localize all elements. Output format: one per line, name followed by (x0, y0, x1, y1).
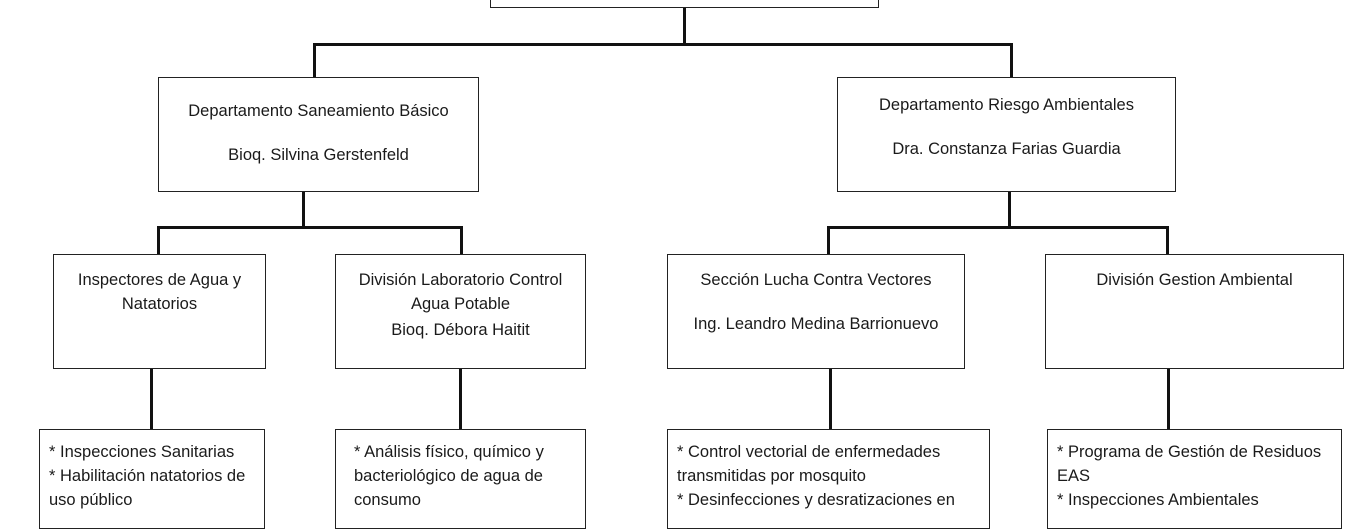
task-item: * Desinfecciones y desratizaciones en (677, 491, 955, 509)
root-box (490, 0, 879, 8)
task-item: * Control vectorial de enfermedades tran… (677, 443, 941, 485)
department-head: Dra. Constanza Farias Guardia (892, 140, 1121, 158)
task-item: * Inspecciones Sanitarias (49, 443, 235, 461)
task-box-gestion: * Programa de Gestión de Residuos EAS * … (1047, 429, 1342, 529)
connector-unit1-up (157, 226, 160, 255)
unit-title: División Laboratorio Control Agua Potabl… (358, 271, 563, 313)
connector-unit2-tasks (459, 368, 462, 430)
connector-unit1-tasks (150, 368, 153, 430)
unit-box-vectores: Sección Lucha Contra Vectores Ing. Leand… (667, 254, 965, 369)
unit-box-laboratorio: División Laboratorio Control Agua Potabl… (335, 254, 586, 369)
connector-dept2-down (1008, 191, 1011, 228)
unit-title: Inspectores de Agua y Natatorios (77, 271, 242, 313)
connector-root-down (683, 8, 686, 45)
connector-dept2-up (1010, 43, 1013, 78)
connector-unit3-tasks (829, 368, 832, 430)
task-box-vectores: * Control vectorial de enfermedades tran… (667, 429, 990, 529)
connector-unit3-up (827, 226, 830, 255)
unit-box-inspectores: Inspectores de Agua y Natatorios (53, 254, 266, 369)
task-item: * Inspecciones Ambientales (1057, 491, 1259, 509)
task-box-inspectores: * Inspecciones Sanitarias * Habilitación… (39, 429, 265, 529)
connector-dept2-bar (827, 226, 1169, 229)
unit-box-gestion: División Gestion Ambiental (1045, 254, 1344, 369)
connector-dept1-bar (157, 226, 463, 229)
connector-dept1-down (302, 191, 305, 228)
task-item: * Habilitación natatorios de uso público (49, 467, 246, 509)
department-box-riesgo: Departamento Riesgo Ambientales Dra. Con… (837, 77, 1176, 192)
connector-unit4-up (1166, 226, 1169, 255)
task-item: * Programa de Gestión de Residuos EAS (1057, 443, 1322, 485)
department-title: Departamento Riesgo Ambientales (879, 96, 1134, 114)
unit-head: Bioq. Débora Haitit (391, 321, 530, 339)
department-title: Departamento Saneamiento Básico (188, 102, 449, 120)
task-box-laboratorio: * Análisis físico, químico y bacteriológ… (335, 429, 586, 529)
connector-unit4-tasks (1167, 368, 1170, 430)
connector-unit2-up (460, 226, 463, 255)
connector-dept1-up (313, 43, 316, 78)
connector-root-bar (313, 43, 1013, 46)
department-head: Bioq. Silvina Gerstenfeld (228, 146, 409, 164)
unit-head: Ing. Leandro Medina Barrionuevo (693, 315, 939, 333)
unit-title: División Gestion Ambiental (1096, 271, 1293, 289)
task-item: * Análisis físico, químico y bacteriológ… (354, 443, 544, 509)
unit-title: Sección Lucha Contra Vectores (700, 271, 932, 289)
department-box-saneamiento: Departamento Saneamiento Básico Bioq. Si… (158, 77, 479, 192)
